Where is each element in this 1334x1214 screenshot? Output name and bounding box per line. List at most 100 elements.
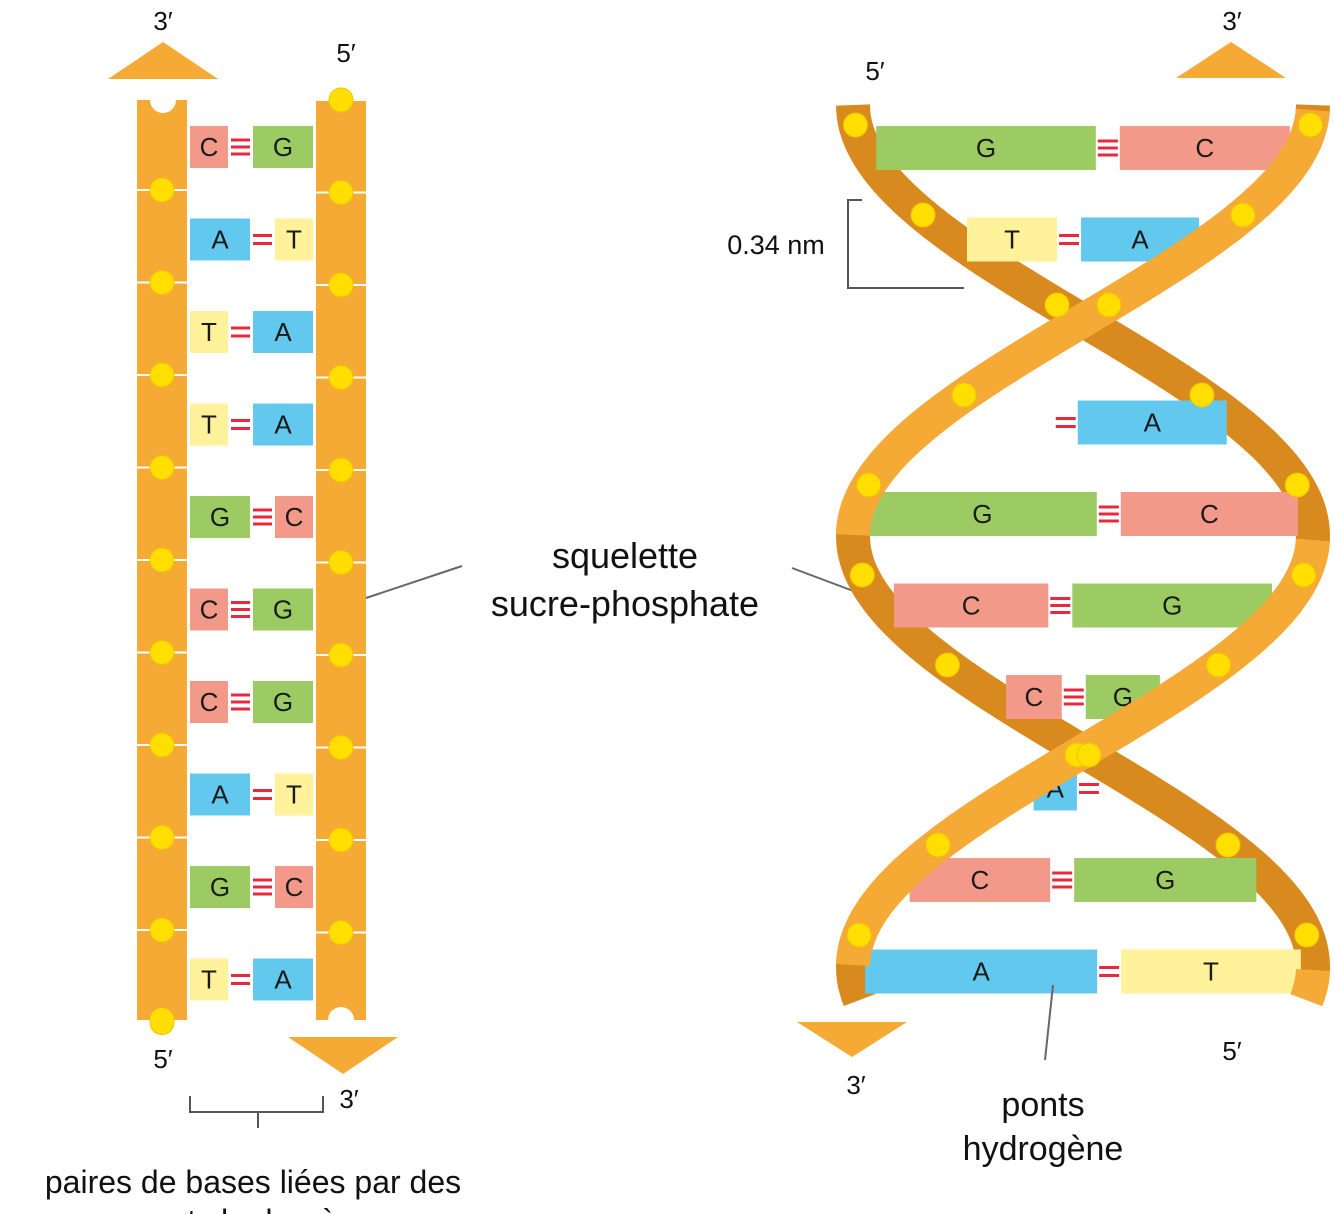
base-G (1074, 858, 1257, 902)
base-A (1077, 400, 1227, 445)
helix-bottom-right-end: 5′ (1222, 1036, 1241, 1066)
base-letter: A (211, 225, 229, 255)
phosphate-dot (328, 550, 354, 575)
phosphate-dot (1298, 112, 1324, 138)
helix-bottom-left-arrow (797, 1022, 907, 1057)
base-letter: T (201, 410, 217, 440)
basepairs-label-line1: paires de bases liées par des (45, 1164, 461, 1200)
base-letter: A (274, 410, 292, 440)
base-C (190, 126, 228, 168)
base-T (966, 217, 1058, 262)
base-letter: C (200, 132, 219, 162)
left-strand-notch (150, 87, 176, 113)
base-A (190, 773, 250, 816)
base-letter: G (210, 502, 230, 532)
base-A (253, 958, 313, 1001)
base-C (190, 588, 228, 631)
phosphate-dot (1096, 292, 1122, 318)
helix-top-right-arrow (1176, 42, 1286, 78)
base-letter: A (211, 780, 229, 810)
phosphate-dot (149, 270, 175, 295)
phosphate-dot (910, 202, 936, 228)
base-C (275, 496, 313, 538)
base-letter: C (1195, 133, 1214, 163)
basepairs-label-line2: ponts hydrogène (134, 1203, 372, 1214)
phosphate-dot (934, 652, 960, 678)
base-A (190, 218, 250, 261)
phosphate-dot (842, 112, 868, 138)
bottom-right-arrow (288, 1037, 398, 1074)
base-letter: C (285, 872, 304, 902)
base-letter: G (273, 132, 293, 162)
phosphate-dot (149, 177, 175, 203)
ladder-bottom-left-end: 5′ (153, 1044, 172, 1074)
base-G (867, 492, 1097, 536)
phosphate-dot (1230, 202, 1256, 228)
base-letter: T (286, 225, 302, 255)
phosphate-dot (328, 735, 354, 760)
helix-bottom-left-end: 3′ (846, 1070, 865, 1100)
phosphate-dot (328, 87, 354, 113)
base-letter: C (962, 591, 981, 621)
hbond-pointer (1044, 984, 1054, 1061)
base-letter: G (273, 595, 293, 625)
base-letter: T (201, 965, 217, 995)
base-letter: A (1144, 408, 1162, 438)
phosphate-dot (149, 455, 175, 480)
phosphate-dot (149, 917, 175, 943)
base-A (865, 949, 1098, 994)
base-letter: C (971, 865, 990, 895)
phosphate-dot (328, 827, 354, 853)
base-letter: T (201, 317, 217, 347)
basepair-bracket (189, 1096, 324, 1128)
base-G (190, 496, 250, 538)
phosphate-dot (856, 472, 882, 498)
rise-bracket (847, 199, 964, 289)
base-letter: A (1131, 225, 1149, 255)
phosphate-dot (149, 362, 175, 388)
base-letter: A (274, 317, 292, 347)
phosphate-dot (1215, 832, 1241, 858)
backbone-label-line1: squelette (552, 535, 698, 576)
ladder-top-right-end: 5′ (336, 38, 355, 68)
phosphate-dot (1206, 652, 1232, 678)
base-letter: C (285, 502, 304, 532)
base-letter: G (1155, 865, 1175, 895)
phosphate-dot (328, 920, 354, 945)
base-G (253, 681, 313, 723)
base-T (190, 311, 228, 353)
base-letter: T (1203, 957, 1219, 987)
phosphate-dot (1076, 742, 1102, 768)
base-letter: G (972, 499, 992, 529)
phosphate-dot (328, 457, 354, 483)
base-C (1119, 126, 1290, 170)
base-T (190, 403, 228, 446)
base-C (190, 681, 228, 723)
base-letter: T (286, 780, 302, 810)
base-T (275, 773, 313, 816)
helix-strand-front (836, 98, 1330, 547)
base-letter: A (972, 957, 990, 987)
helix-top-left-end: 5′ (865, 56, 884, 86)
phosphate-dot (328, 180, 354, 205)
base-C (1120, 492, 1299, 536)
base-A (253, 403, 313, 446)
hbonds-label-line1: ponts (1001, 1086, 1084, 1124)
helix-strand-front (1290, 958, 1330, 1012)
helix-top-right-end: 3′ (1222, 6, 1241, 36)
base-letter: G (1113, 682, 1133, 712)
base-G (253, 588, 313, 631)
ladder-bottom-right-end: 3′ (339, 1084, 358, 1114)
base-letter: G (273, 687, 293, 717)
phosphate-dot (328, 642, 354, 668)
base-letter: T (1004, 225, 1020, 255)
